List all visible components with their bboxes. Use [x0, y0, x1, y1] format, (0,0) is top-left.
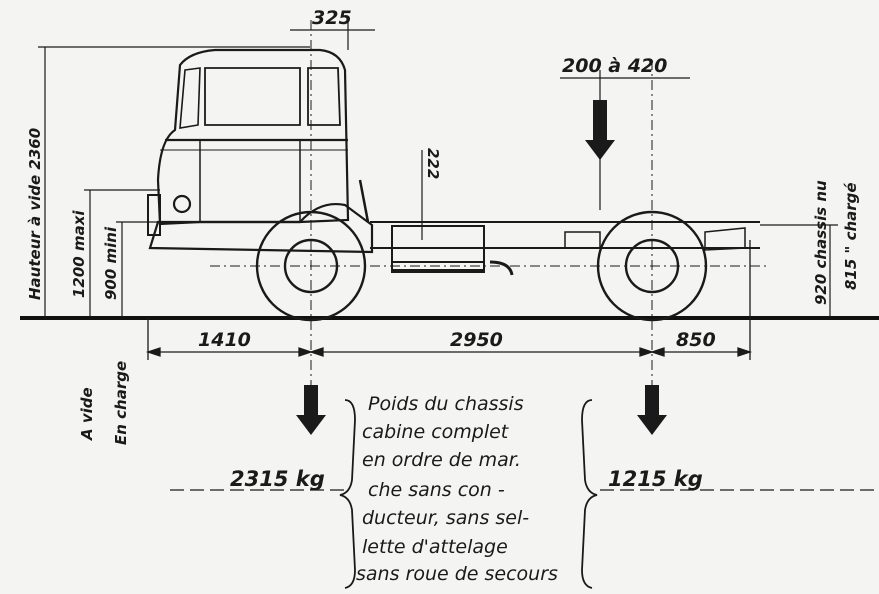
note-line: Poids du chassis — [368, 393, 524, 415]
weight-note: Poids du chassis cabine complet en ordre… — [356, 393, 558, 585]
rear-overhang-label: 850 — [676, 329, 716, 351]
max-height-label: 1200 maxi — [70, 210, 88, 298]
load-dimension — [560, 70, 690, 210]
rear-weight-arrow — [637, 385, 667, 435]
min-height-label: 900 mini — [102, 226, 120, 300]
note-line: en ordre de mar. — [362, 449, 521, 471]
length-dimension — [145, 240, 753, 360]
chassis-empty-label: 920 chassis nu — [812, 180, 830, 305]
front-overhang-label: 1410 — [198, 329, 251, 351]
cab — [147, 48, 374, 254]
note-line: sans roue de secours — [356, 563, 558, 585]
load-arrow — [585, 100, 615, 160]
rear-weight-label: 1215 kg — [608, 467, 703, 491]
frame-height-label: 222 — [424, 148, 442, 179]
wheelbase-label: 2950 — [450, 329, 503, 351]
load-range-label: 200 à 420 — [562, 55, 667, 77]
empty-height-label: Hauteur à vide 2360 — [26, 128, 44, 300]
front-weight-arrow — [296, 385, 326, 435]
loaded-state-label: En charge — [112, 361, 130, 445]
note-braces — [339, 399, 598, 589]
top-dimension — [290, 22, 375, 50]
top-offset-label: 325 — [312, 7, 352, 29]
height-dimension — [38, 46, 838, 318]
chassis-loaded-label: 815 " chargé — [842, 182, 860, 290]
note-line: cabine complet — [362, 421, 510, 443]
note-line: che sans con - — [368, 479, 505, 501]
empty-state-label: A vide — [78, 387, 96, 441]
chassis-frame — [358, 179, 760, 276]
front-weight-label: 2315 kg — [230, 467, 325, 491]
axle-centerlines — [210, 20, 770, 420]
note-line: lette d'attelage — [362, 536, 508, 558]
note-line: ducteur, sans sel- — [362, 507, 529, 529]
